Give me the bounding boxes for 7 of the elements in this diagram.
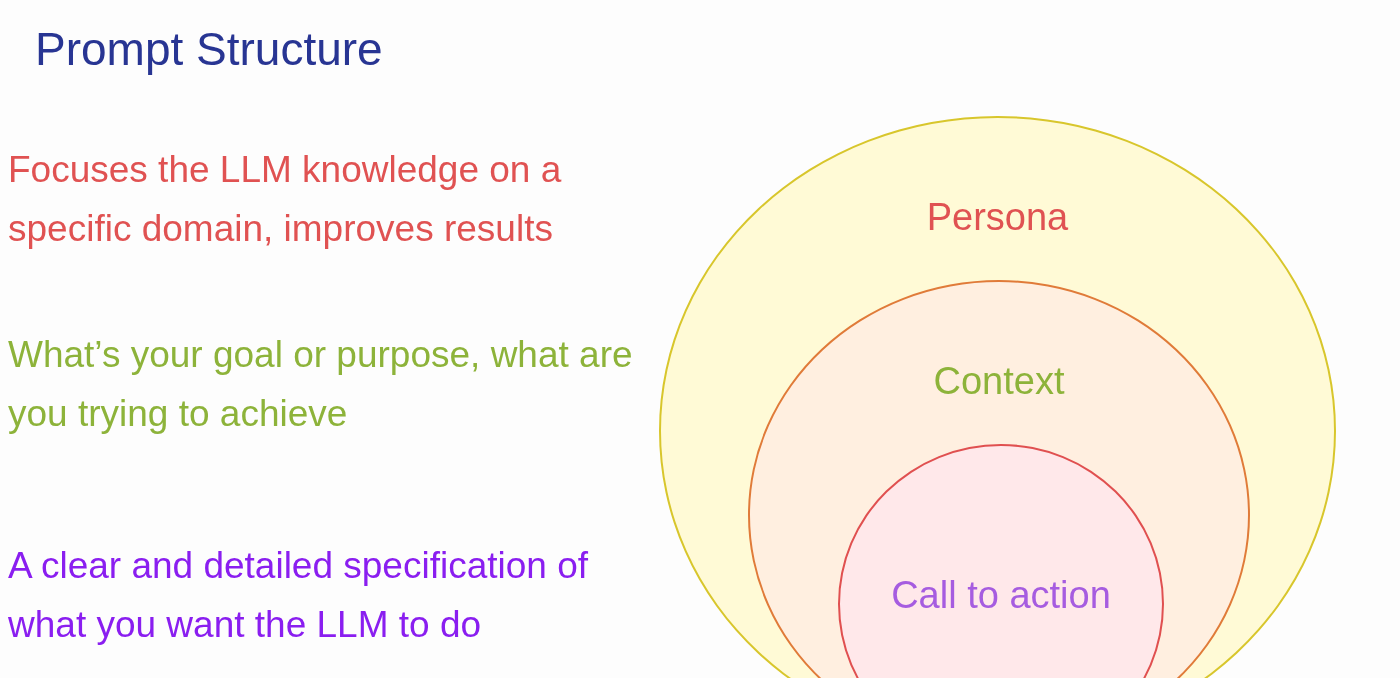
description-text: What’s your goal or purpose, what are you trying to achieve [8, 333, 634, 436]
circle-label: Context [932, 360, 1066, 403]
title: Prompt Structure [35, 22, 383, 76]
description-text: Focuses the LLM knowledge on a specific domain, improves results [8, 148, 563, 251]
circle-label: Call to action [890, 574, 1112, 617]
description-text: A clear and detailed specification of what you want the LLM to do [8, 544, 590, 647]
circle-label: Persona [925, 196, 1070, 239]
